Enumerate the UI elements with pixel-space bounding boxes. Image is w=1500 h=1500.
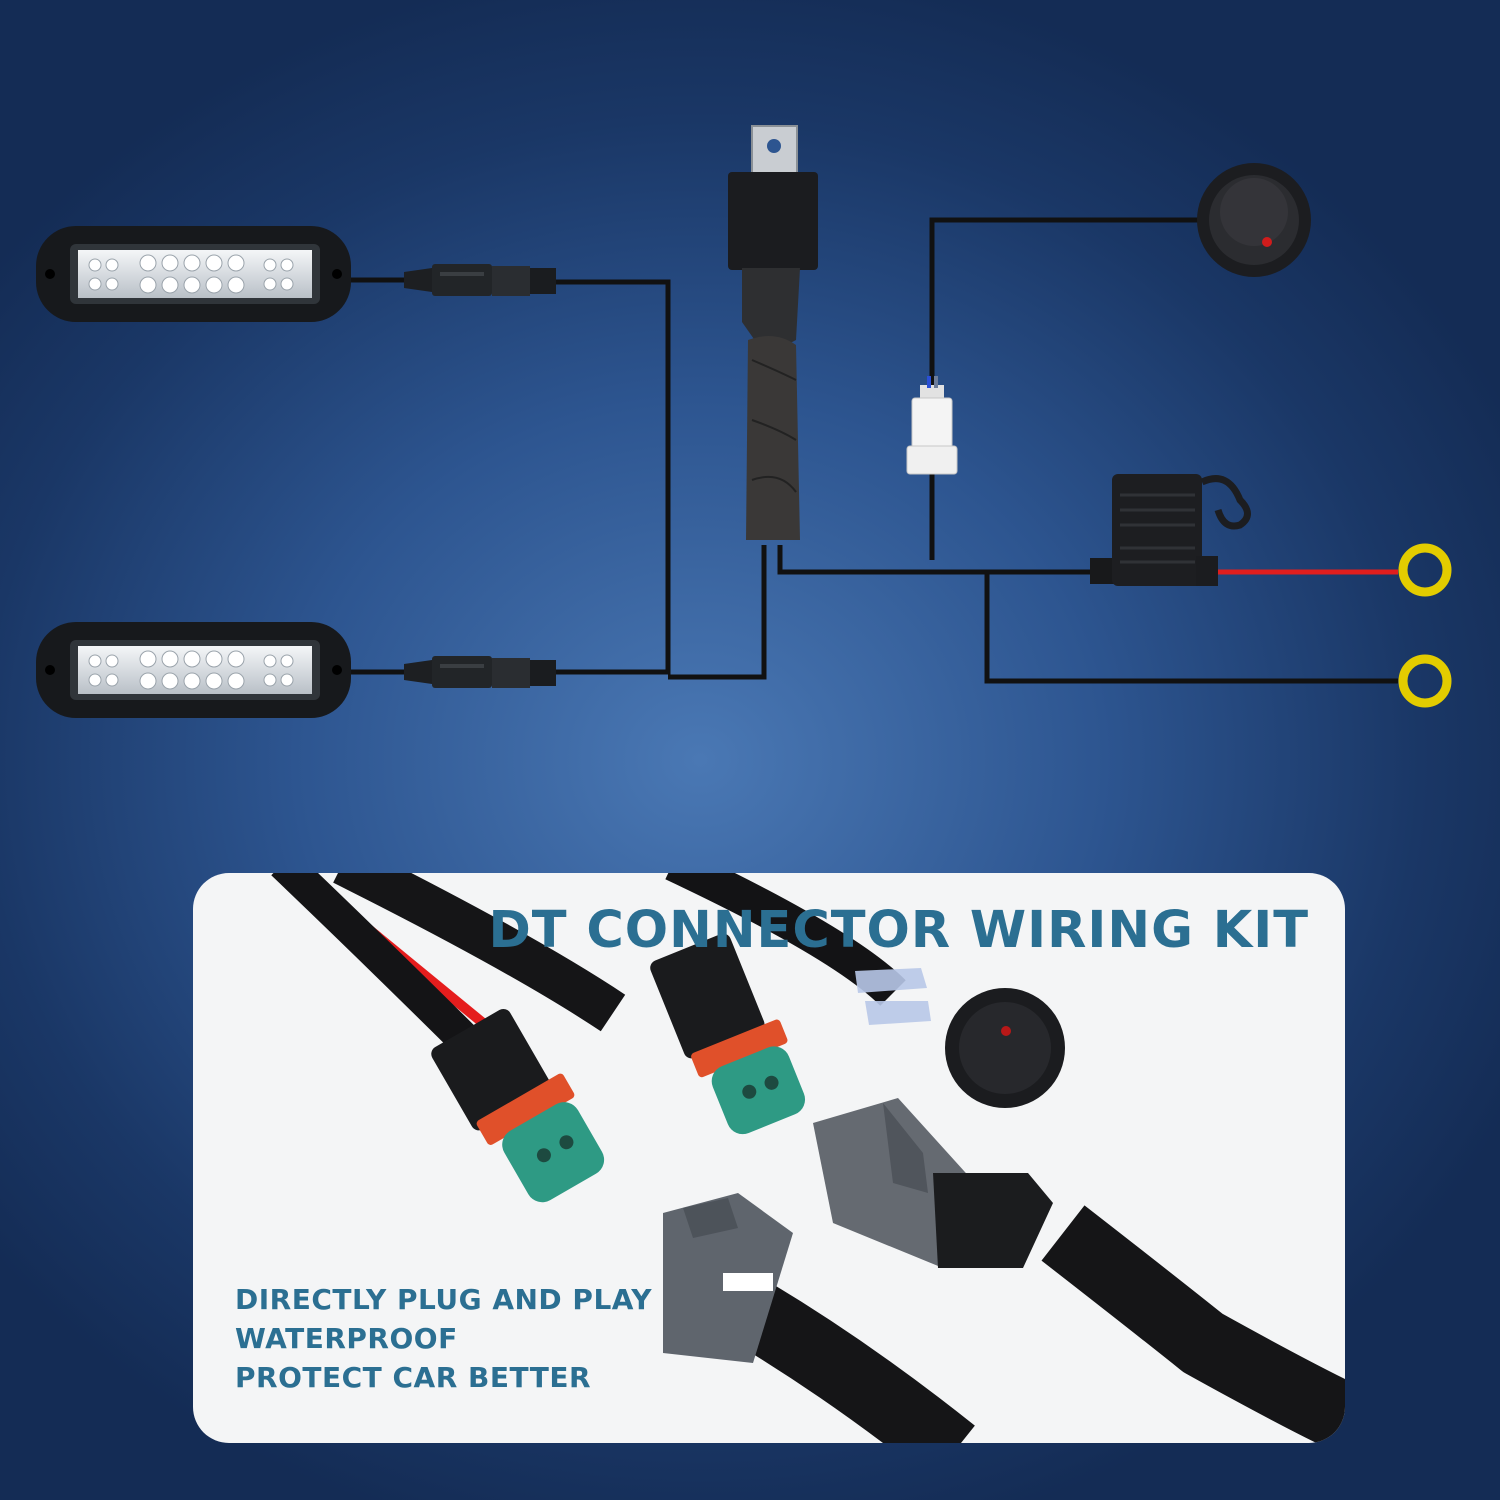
product-photo-panel: DT CONNECTOR WIRING KIT DIRECTLY PLUG AN…: [193, 873, 1345, 1443]
panel-title: DT CONNECTOR WIRING KIT: [488, 901, 1309, 960]
feature-item: DIRECTLY PLUG AND PLAY: [235, 1283, 653, 1316]
led-light-bar-bottom: [36, 622, 351, 718]
inline-connector: [906, 376, 958, 475]
feature-item: PROTECT CAR BETTER: [235, 1361, 592, 1394]
wires: [350, 217, 1398, 684]
ring-terminal-icon: [1398, 543, 1452, 708]
fuse-icon: [1090, 474, 1251, 586]
wiring-diagram: [36, 125, 1452, 718]
dt-connector-bottom: [404, 656, 556, 688]
dt-connector-top: [404, 264, 556, 296]
relay-icon: [728, 125, 818, 540]
feature-item: WATERPROOF: [235, 1322, 458, 1355]
feature-list: DIRECTLY PLUG AND PLAY WATERPROOF PROTEC…: [235, 1280, 652, 1397]
led-light-bar-top: [36, 226, 351, 322]
connector-photo: [271, 873, 1345, 1443]
switch-icon: [1197, 163, 1311, 277]
